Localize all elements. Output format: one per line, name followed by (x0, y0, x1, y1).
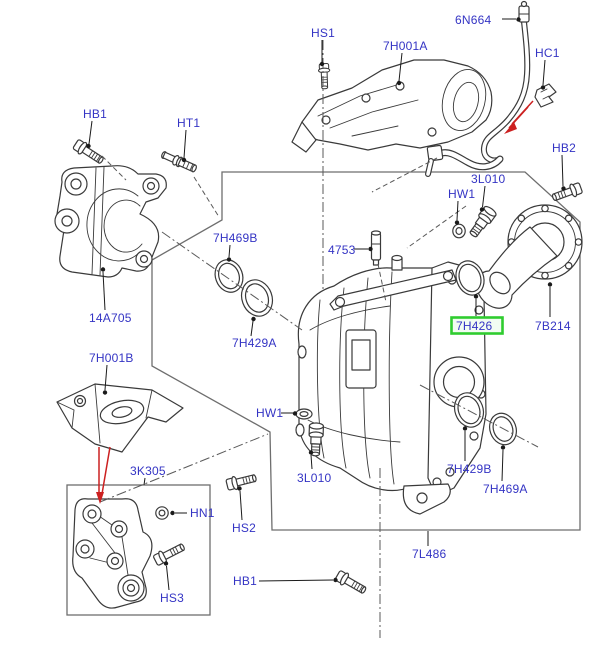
align-line-4753 (377, 263, 387, 303)
bolt-hs1-drawing (318, 62, 331, 90)
center-line-3k305-leader (99, 433, 269, 503)
part-label-hw1-bottom[interactable]: HW1 (256, 406, 283, 420)
align-line-hose (371, 157, 438, 193)
sub-assembly-boundary-box (66, 484, 211, 616)
stud-ht1-drawing (161, 151, 197, 173)
part-label-6n664[interactable]: 6N664 (455, 13, 491, 27)
part-label-7h426-highlighted[interactable]: 7H426 (456, 319, 492, 333)
align-line-3l010-top (406, 205, 467, 249)
part-label-hn1[interactable]: HN1 (190, 506, 215, 520)
part-label-3k305[interactable]: 3K305 (130, 464, 166, 478)
align-line-ht1 (193, 176, 220, 218)
pin-4753-drawing (370, 230, 382, 266)
part-label-hs1[interactable]: HS1 (311, 26, 335, 40)
part-label-4753[interactable]: 4753 (328, 243, 356, 257)
part-label-7h001b[interactable]: 7H001B (89, 351, 134, 365)
part-label-hw1-top[interactable]: HW1 (448, 187, 475, 201)
bolt-hs2-drawing (225, 474, 257, 491)
bolt-hs3-drawing (153, 543, 185, 566)
seal-7h429b-drawing (453, 392, 485, 428)
bracket-7h001a-drawing (291, 59, 493, 153)
heat-shield-7h001b-drawing (56, 383, 184, 453)
part-label-7h429a[interactable]: 7H429A (232, 336, 277, 350)
part-label-ht1[interactable]: HT1 (177, 116, 200, 130)
part-label-7h469b[interactable]: 7H469B (213, 231, 258, 245)
part-label-7h469a[interactable]: 7H469A (483, 482, 528, 496)
part-label-hc1[interactable]: HC1 (535, 46, 560, 60)
leader-lines (86, 17, 566, 591)
part-label-hb1-bottom[interactable]: HB1 (233, 574, 257, 588)
seal-7h426-drawing (455, 260, 485, 296)
clip-hc1-drawing (534, 83, 557, 108)
bolt-hb1-bottom-drawing (334, 570, 367, 594)
part-label-7h429b[interactable]: 7H429B (447, 462, 492, 476)
bracket-3k305-drawing (72, 498, 153, 609)
part-label-hb1-top[interactable]: HB1 (83, 107, 107, 121)
flange-7b214-drawing (475, 204, 583, 309)
center-line-left-seals-axis (161, 231, 303, 331)
red-arrow-tube (504, 100, 534, 134)
part-label-7b214[interactable]: 7B214 (535, 319, 571, 333)
align-line-hb1-top (101, 155, 127, 181)
highlighted-part-indicator (450, 316, 504, 335)
washer-hw1-top-drawing (452, 223, 466, 239)
tube-6n664-drawing (425, 0, 531, 177)
washer-hw1-bottom-drawing (295, 408, 313, 420)
part-label-7h001a[interactable]: 7H001A (383, 39, 428, 53)
red-arrow-bracket (96, 446, 111, 504)
nut-hn1-drawing (155, 506, 169, 520)
part-label-hs2[interactable]: HS2 (232, 521, 256, 535)
part-label-7l486[interactable]: 7L486 (412, 547, 446, 561)
bracket-14a705-drawing (54, 165, 167, 278)
part-label-3l010-top[interactable]: 3L010 (471, 172, 505, 186)
part-label-hb2[interactable]: HB2 (552, 141, 576, 155)
plug-3l010-bottom-drawing (308, 422, 325, 457)
part-label-14a705[interactable]: 14A705 (89, 311, 132, 325)
part-label-hs3[interactable]: HS3 (160, 591, 184, 605)
seal-7h469b-drawing (214, 259, 244, 293)
center-line-right-seals-axis (419, 384, 539, 448)
bolt-hb2-drawing (551, 182, 583, 202)
part-label-3l010-bottom[interactable]: 3L010 (297, 471, 331, 485)
